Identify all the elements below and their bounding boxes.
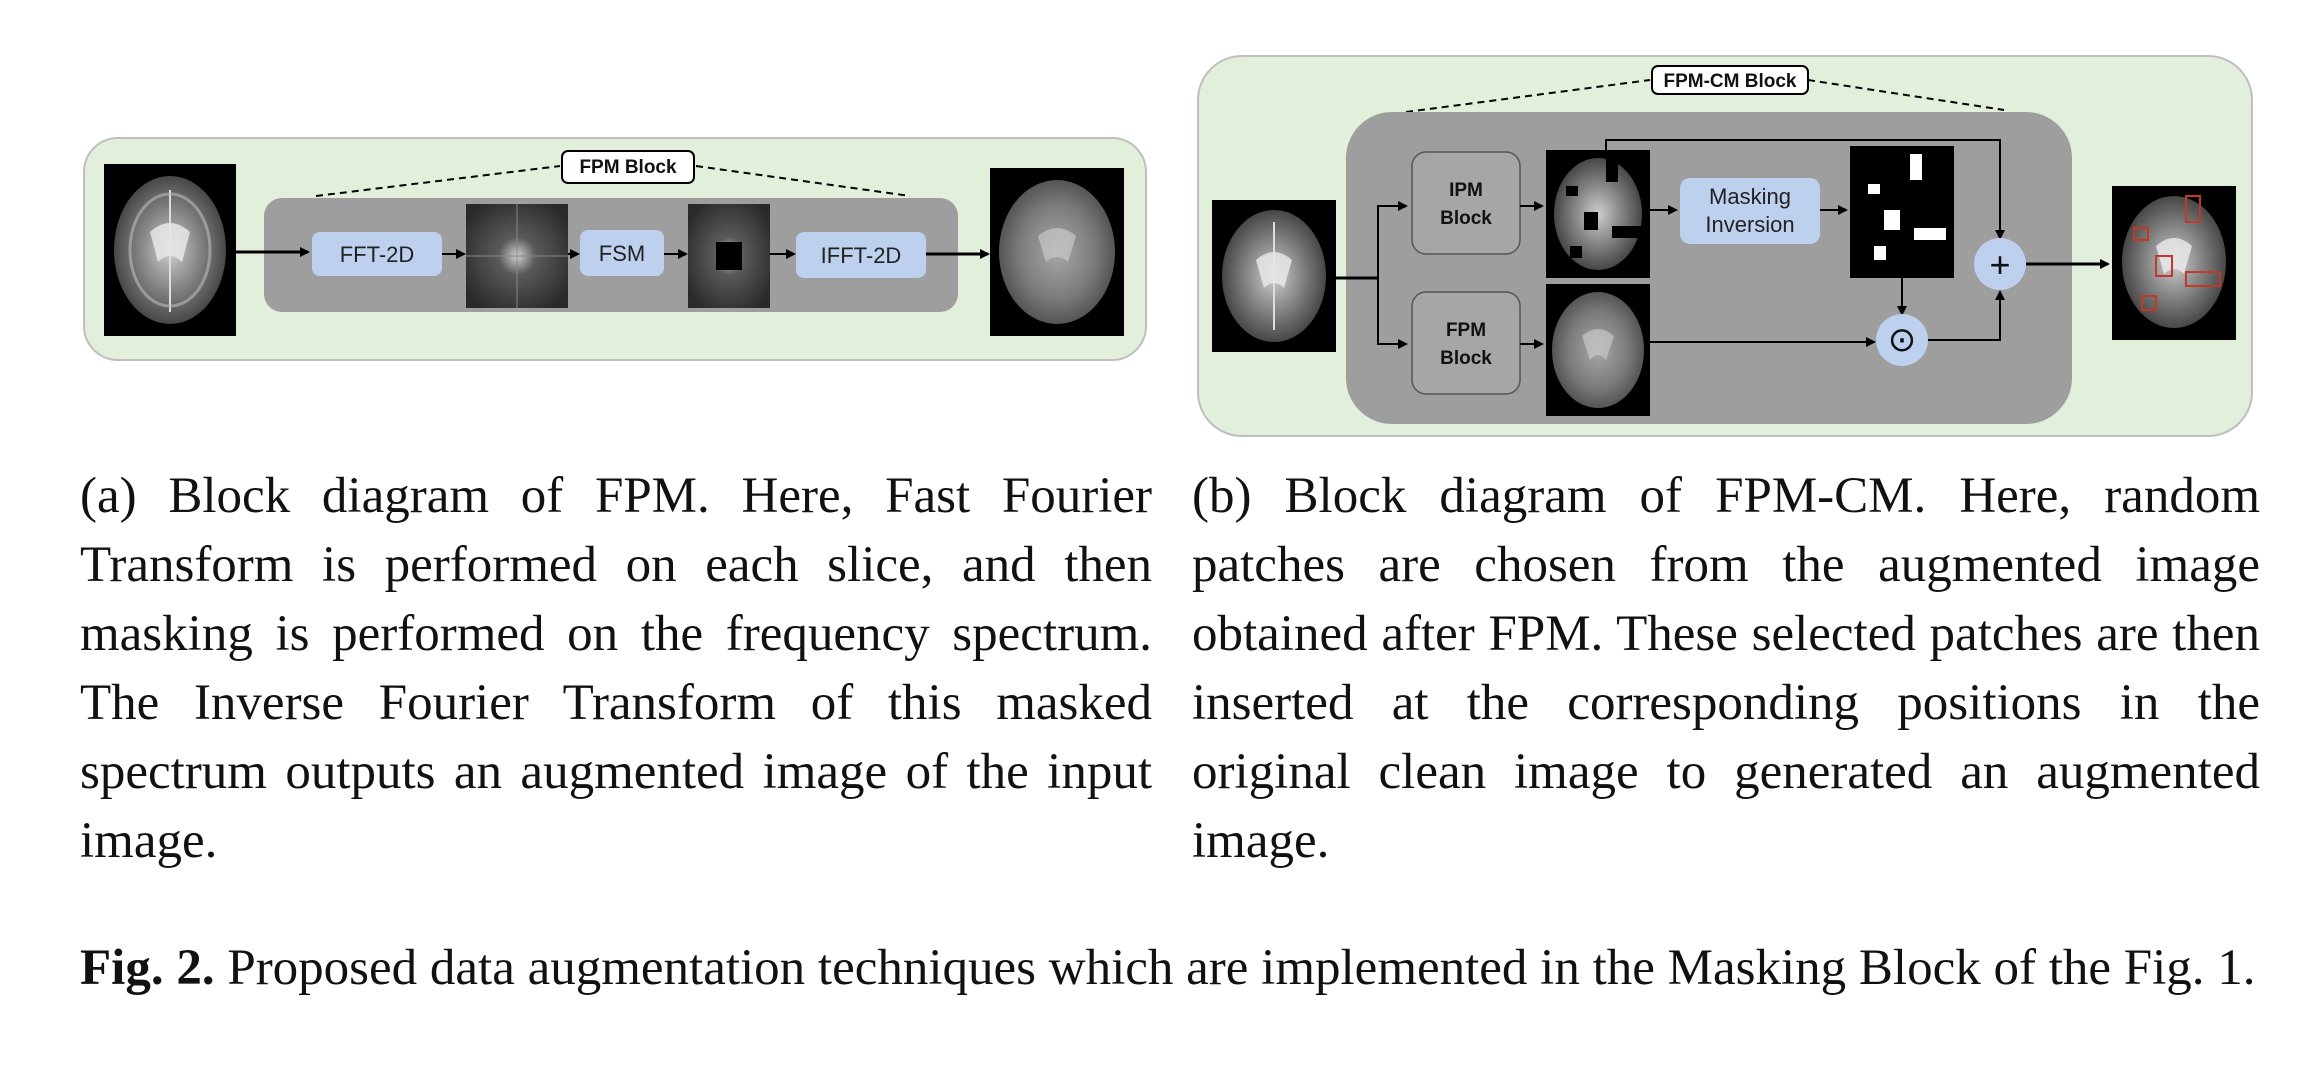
plus-node xyxy=(1974,238,2026,290)
fsm-node xyxy=(580,230,664,276)
block-title: FPM Block xyxy=(579,157,677,178)
bypass-line xyxy=(1605,139,2005,240)
inverted-mask-image xyxy=(1850,146,1954,278)
fpm-label-2: Block xyxy=(1440,348,1492,369)
ipm-label-1: IPM xyxy=(1449,180,1483,201)
fpm-node xyxy=(1411,291,1521,395)
outer-panel-b xyxy=(1197,55,2253,437)
block-title-box-b xyxy=(1651,65,1809,95)
block-title-b: FPM-CM Block xyxy=(1664,71,1797,92)
dashed-line-right-b xyxy=(1807,79,2005,111)
ipm-label-2: Block xyxy=(1440,208,1492,229)
mask-inversion-node xyxy=(1680,178,1820,244)
fpm-output-image xyxy=(1546,284,1650,416)
figure-caption: Fig. 2. Proposed data augmentation techn… xyxy=(80,934,2260,1003)
ipm-node xyxy=(1411,151,1521,255)
spectrum-image xyxy=(466,204,568,308)
mask-inversion-label-1: Masking xyxy=(1709,184,1791,209)
ipm-output-image xyxy=(1546,150,1650,278)
inner-panel-b xyxy=(1346,112,2072,424)
fpm-label-1: FPM xyxy=(1446,320,1486,341)
dashed-line-right xyxy=(695,165,911,197)
ifft-label: IFFT-2D xyxy=(821,243,902,268)
figure-label: Fig. 2. xyxy=(80,940,215,996)
fft-node xyxy=(312,232,442,276)
fft-label: FFT-2D xyxy=(340,242,415,267)
odot-symbol: ⊙ xyxy=(1888,321,1917,359)
dashed-line-left-b xyxy=(1405,79,1651,113)
branch-to-fpm xyxy=(1377,278,1408,349)
mask-inversion-label-2: Inversion xyxy=(1705,212,1794,237)
output-brain-image xyxy=(990,168,1124,336)
fpm-diagram: FPM Block FFT-2D FSM IFFT-2D xyxy=(83,137,1147,361)
block-title-box xyxy=(561,150,695,184)
output-brain-image-b xyxy=(2112,186,2236,340)
caption-a: (a) Block diagram of FPM. Here, Fast Fou… xyxy=(80,468,1152,869)
fsm-label: FSM xyxy=(599,241,645,266)
masked-spectrum-image xyxy=(688,204,770,308)
input-brain-image xyxy=(104,164,236,336)
input-brain-image-b xyxy=(1212,200,1336,352)
plus-symbol: + xyxy=(1989,244,2010,285)
dashed-line-left xyxy=(315,165,561,197)
arrow-odot-to-plus xyxy=(1928,290,2005,341)
branch-to-ipm xyxy=(1377,201,1408,278)
ifft-node xyxy=(796,232,926,278)
caption-b: (b) Block diagram of FPM-CM. Here, rando… xyxy=(1192,468,2260,869)
odot-node xyxy=(1876,314,1928,366)
figure-caption-text: Proposed data augmentation techniques wh… xyxy=(214,940,2256,996)
